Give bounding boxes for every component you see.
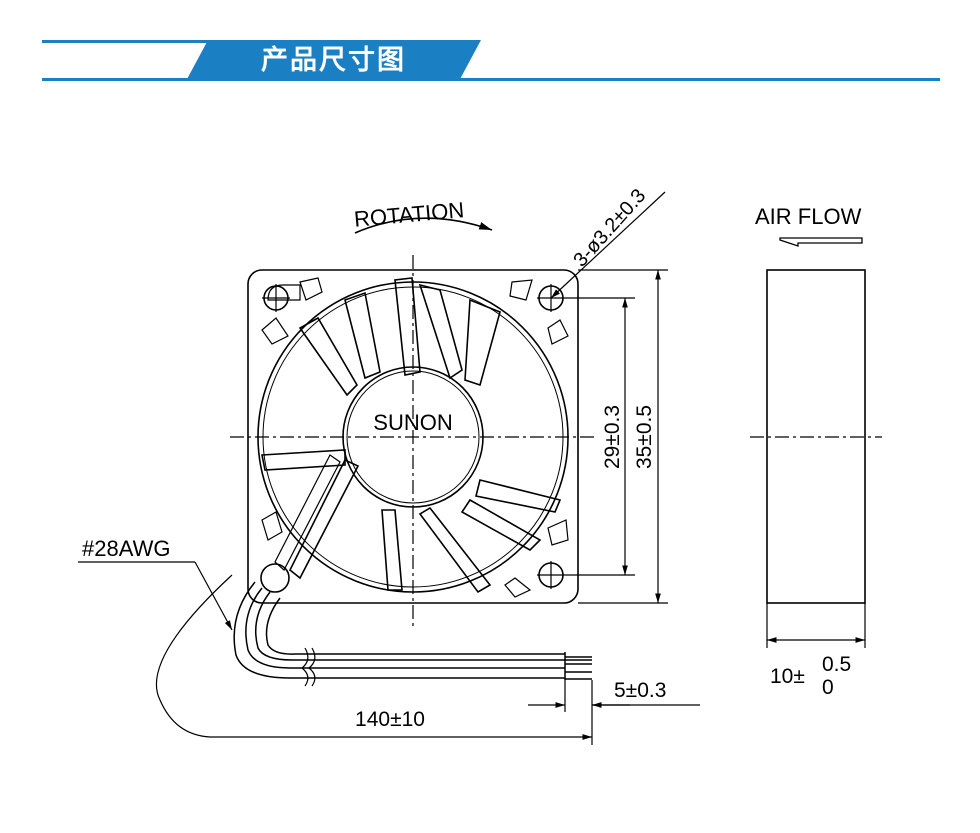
strip-length-label: 5±0.3 (614, 679, 666, 702)
thickness-dimension (766, 603, 866, 648)
wire-channel (274, 454, 341, 571)
thickness-upper-tolerance: 0.5 (822, 653, 851, 676)
lead-wires (233, 581, 592, 687)
airflow-arrow (779, 237, 863, 247)
fan-blade (381, 509, 403, 591)
fan-blade (418, 283, 463, 380)
frame-notch (299, 277, 323, 301)
hole-dimension-label: 3-ø3.2±0.3 (569, 185, 650, 272)
wire-gauge-label: #28AWG (82, 536, 170, 561)
wire-channel (288, 458, 360, 580)
hole-leader (550, 191, 666, 299)
rotation-arrow (354, 217, 493, 234)
strip-dimension (528, 680, 700, 712)
fan-blade (460, 498, 542, 551)
fan-hub-inner (346, 370, 480, 504)
title-banner (186, 40, 481, 81)
inner-dimension-label: 29±0.3 (601, 405, 624, 469)
length-arc (155, 574, 233, 738)
brand-label: SUNON (373, 410, 452, 435)
wire-exit (260, 563, 290, 593)
rotation-label: ROTATION (353, 197, 465, 232)
outer-dimension-label: 35±0.5 (633, 405, 656, 469)
thickness-lower-tolerance: 0 (822, 676, 834, 699)
frame-notch (261, 317, 289, 345)
lead-length-label: 140±10 (355, 708, 425, 731)
fan-blade (394, 277, 421, 376)
frame-notch (261, 511, 283, 541)
page-title: 产品尺寸图 (261, 45, 406, 76)
frame-notch (509, 279, 533, 301)
centerlines (230, 255, 595, 630)
wire-leader (194, 561, 233, 631)
frame-notch (547, 519, 569, 546)
thickness-label: 10± (770, 665, 805, 688)
fan-side-view (766, 269, 866, 604)
airflow-label: AIR FLOW (755, 204, 862, 229)
fan-blade (464, 298, 501, 387)
vertical-dimensions (565, 269, 668, 604)
frame-notch (504, 577, 532, 598)
fan-blade (475, 479, 562, 513)
header-rule-left (42, 40, 217, 43)
fan-blade (261, 449, 346, 471)
fan-blade (298, 316, 359, 397)
frame-notch (547, 319, 569, 345)
fan-blade (418, 506, 492, 594)
fan-blade (344, 291, 381, 380)
header-rule (42, 78, 940, 81)
